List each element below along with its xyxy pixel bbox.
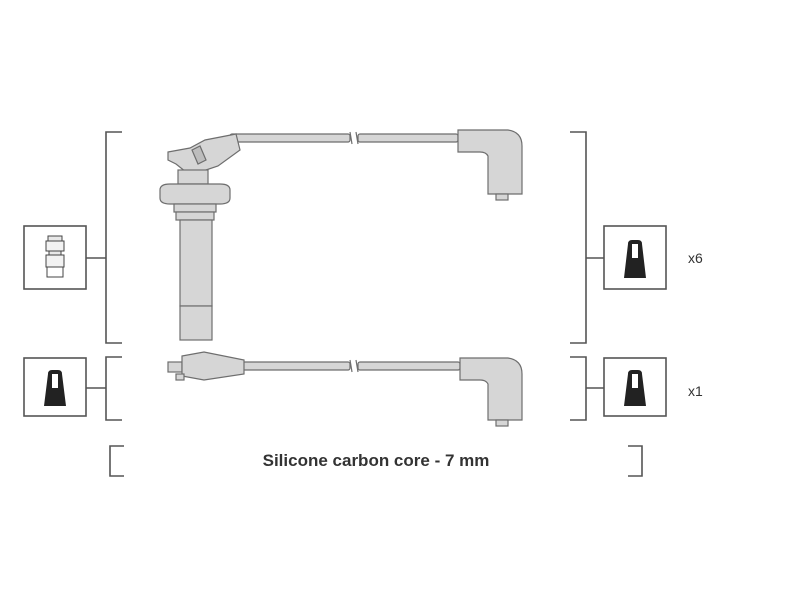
boot-terminal-icon xyxy=(603,357,667,417)
right-lower-bracket xyxy=(570,356,604,421)
spark-plug-terminal-icon xyxy=(23,225,87,290)
caption-bracket-right xyxy=(628,445,643,477)
caption-bracket-left xyxy=(109,445,124,477)
cable-specification-caption: Silicone carbon core - 7 mm xyxy=(263,451,490,470)
lower-quantity-label: x1 xyxy=(688,383,703,399)
lower-ignition-lead xyxy=(167,351,523,427)
boot-terminal-icon xyxy=(23,357,87,417)
left-lower-bracket xyxy=(86,356,122,421)
upper-quantity-label: x6 xyxy=(688,250,703,266)
right-upper-bracket xyxy=(570,131,604,344)
boot-terminal-icon xyxy=(603,225,667,290)
left-upper-bracket xyxy=(86,131,122,344)
upper-ignition-lead xyxy=(159,129,523,341)
